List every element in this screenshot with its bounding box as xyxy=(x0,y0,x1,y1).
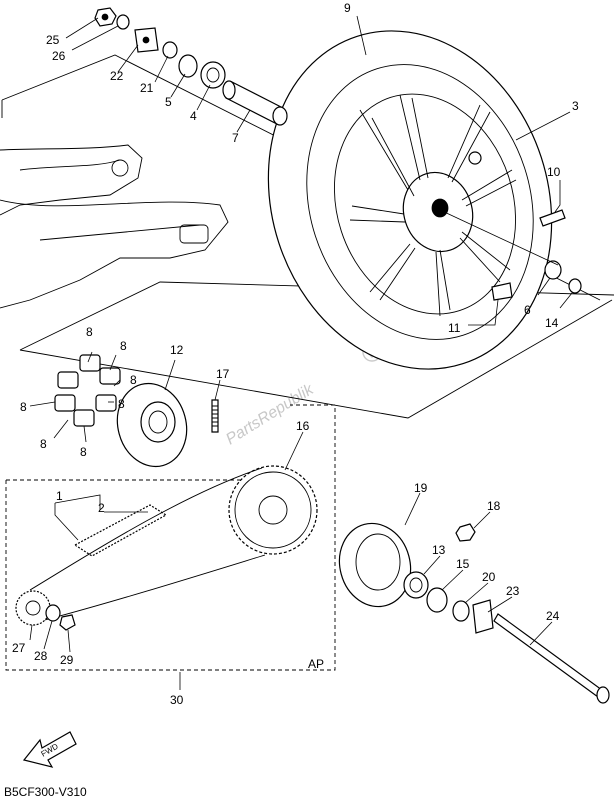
part-19-caliper-bracket xyxy=(338,522,412,608)
callout-13: 13 xyxy=(432,543,446,557)
callout-14: 14 xyxy=(545,316,559,330)
part-1-chain xyxy=(73,504,168,557)
callout-8e: 8 xyxy=(20,400,27,414)
callout-12: 12 xyxy=(170,343,184,357)
part-24-axle xyxy=(493,613,610,704)
part-8-dampers xyxy=(54,354,121,427)
rear-wheel xyxy=(267,30,553,370)
callout-27: 27 xyxy=(12,641,26,655)
part-15-seal xyxy=(426,587,448,613)
callout-8f: 8 xyxy=(40,437,47,451)
part-6-bearing xyxy=(544,260,562,280)
callout-28: 28 xyxy=(34,649,48,663)
part-17-stud xyxy=(211,399,219,433)
callout-8a: 8 xyxy=(86,325,93,339)
callout-20: 20 xyxy=(482,570,496,584)
callout-30: 30 xyxy=(170,693,184,707)
diagram-code: B5CF300-V310 xyxy=(4,785,87,799)
fwd-arrow-icon: FWD xyxy=(22,731,77,768)
part-20-collar xyxy=(452,600,470,622)
swingarm-outline xyxy=(0,144,229,309)
callouts: 25 26 22 21 5 4 7 9 3 10 6 14 11 8 8 8 8… xyxy=(12,1,579,707)
part-14-seal xyxy=(568,278,582,294)
callout-8b: 8 xyxy=(120,339,127,353)
part-11-weight xyxy=(491,282,513,301)
part-13-bearing xyxy=(403,571,429,599)
part-21-collar xyxy=(162,41,178,59)
callout-15: 15 xyxy=(456,557,470,571)
part-10-valve xyxy=(539,209,566,227)
part-27-drive-sprocket xyxy=(15,590,51,626)
part-7-collar xyxy=(222,80,288,126)
callout-25: 25 xyxy=(46,33,60,47)
callout-1: 1 xyxy=(56,489,63,503)
wheel-spokes xyxy=(349,94,517,317)
callout-11: 11 xyxy=(448,321,461,335)
ap-label: AP xyxy=(308,657,324,671)
callout-8c: 8 xyxy=(130,373,137,387)
part-4-bearing xyxy=(200,61,226,89)
callout-5: 5 xyxy=(165,95,172,109)
callout-16: 16 xyxy=(296,419,310,433)
callout-26: 26 xyxy=(52,49,66,63)
leader-lines xyxy=(29,15,573,690)
callout-18: 18 xyxy=(487,499,501,513)
callout-17: 17 xyxy=(216,367,230,381)
part-22-plate xyxy=(134,27,159,53)
part-5-seal xyxy=(178,54,198,78)
callout-24: 24 xyxy=(546,609,560,623)
part-29-nut xyxy=(59,614,76,631)
callout-9: 9 xyxy=(344,1,351,15)
part-16-sprocket xyxy=(228,465,318,555)
callout-2: 2 xyxy=(98,501,105,515)
part-12-hub xyxy=(116,382,188,468)
part-25-nut xyxy=(94,7,117,27)
callout-4: 4 xyxy=(190,109,197,123)
watermark-text: PartsRepublik xyxy=(223,381,317,449)
callout-22: 22 xyxy=(110,69,124,83)
callout-21: 21 xyxy=(140,81,154,95)
callout-6: 6 xyxy=(524,303,531,317)
callout-8g: 8 xyxy=(80,445,87,459)
part-18-bolt xyxy=(455,523,476,542)
chain-loop xyxy=(29,467,266,621)
callout-23: 23 xyxy=(506,584,520,598)
callout-3: 3 xyxy=(572,99,579,113)
part-23-adjuster xyxy=(472,599,494,634)
callout-10: 10 xyxy=(547,165,561,179)
callout-19: 19 xyxy=(414,481,428,495)
callout-7: 7 xyxy=(232,131,239,145)
part-28-washer xyxy=(45,604,61,622)
callout-8d: 8 xyxy=(118,397,125,411)
part-26-washer xyxy=(116,14,130,30)
callout-29: 29 xyxy=(60,653,74,667)
